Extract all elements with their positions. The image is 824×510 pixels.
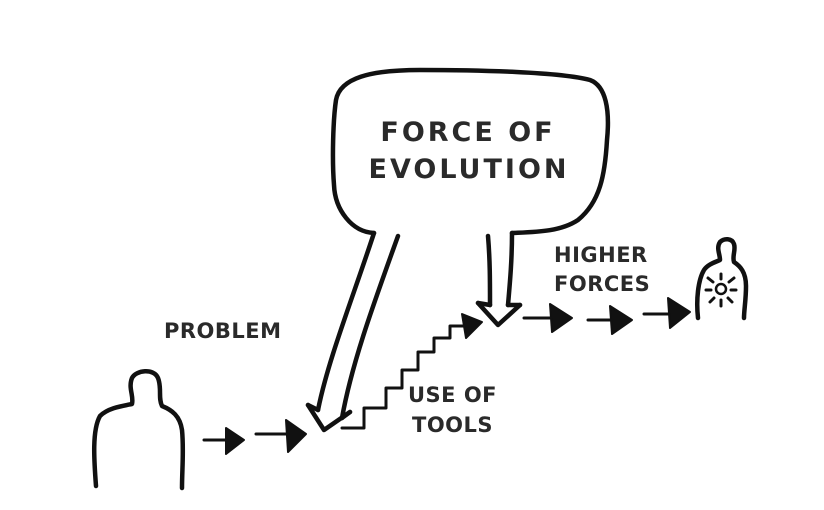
problem-label: PROBLEM [164, 319, 282, 343]
force-cloud [330, 67, 611, 236]
arrow-right-icon [254, 419, 307, 453]
tools-label-line2: TOOLS [412, 413, 493, 437]
higher-label-line2: FORCES [554, 272, 650, 296]
tools-label-line1: USE OF [408, 383, 497, 407]
higher-label-line1: HIGHER [554, 243, 648, 267]
force-arrow-right [475, 230, 523, 328]
arrow-right-icon [202, 427, 245, 455]
force-label-line1: FORCE OF [380, 117, 555, 148]
force-arrow-left [305, 230, 401, 433]
arrow-right-icon [522, 303, 573, 333]
force-label-line2: EVOLUTION [369, 154, 570, 185]
enlightened-person-icon [695, 237, 749, 321]
arrow-right-icon [586, 305, 633, 335]
person-outline-icon [91, 369, 186, 491]
arrow-right-icon [642, 297, 691, 329]
staircase [340, 313, 483, 430]
